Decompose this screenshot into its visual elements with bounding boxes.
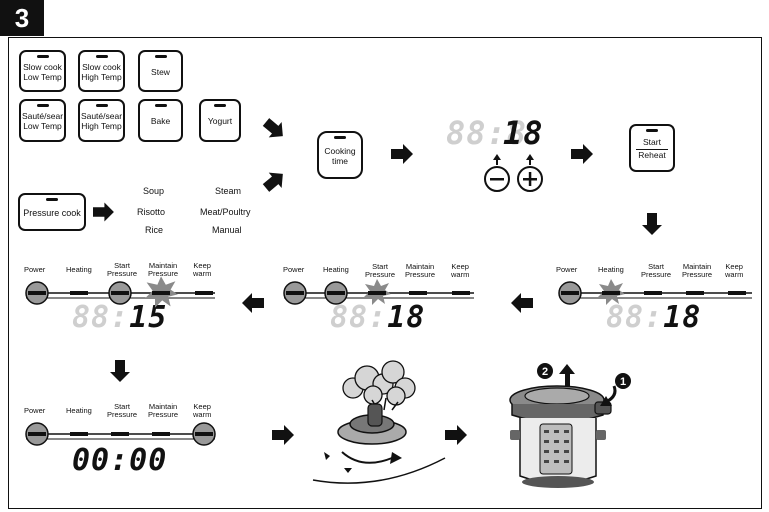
done-display: 00:00 — [72, 443, 168, 478]
progress-bar-keep-warm — [25, 422, 216, 446]
reheat-label: Reheat — [638, 150, 666, 160]
step-number-badge: 3 — [0, 0, 44, 36]
label-start-pressure-2: Start Pressure — [365, 262, 396, 280]
label-start-pressure-3: Start Pressure — [107, 261, 138, 279]
label-keep-warm-4: Keep warm — [193, 402, 212, 420]
program-manual: Manual — [212, 225, 242, 235]
label-start-pressure-4: Start Pressure — [107, 402, 138, 420]
program-soup: Soup — [143, 186, 165, 196]
instruction-frame — [8, 37, 762, 509]
program-steam: Steam — [215, 186, 242, 196]
pressure-cooker-illustration — [509, 364, 617, 488]
arrow-down-right-icon — [259, 114, 290, 144]
steam-release-illustration — [312, 360, 446, 484]
marker-one-text: 1 — [620, 376, 626, 388]
label-maintain-pressure-2: Maintain Pressure — [405, 262, 436, 280]
heating-display: 88:18 — [606, 300, 702, 335]
progress-bar-heating — [558, 279, 752, 305]
pressure-display: 88:18 — [330, 300, 426, 335]
marker-two-text: 2 — [542, 366, 548, 378]
label-start-pressure-1: Start Pressure — [641, 262, 672, 280]
label-heating-3: Heating — [66, 265, 92, 274]
start-label: Start — [643, 137, 661, 148]
label-heating-1: Heating — [598, 265, 624, 274]
arrow-left-icon — [242, 293, 264, 313]
cooking-time-button[interactable]: Cooking time — [317, 131, 363, 179]
pressure-cook-button[interactable]: Pressure cook — [18, 193, 86, 231]
arrow-right-icon — [445, 425, 467, 445]
arrow-right-icon — [391, 144, 413, 164]
plus-circle-icon[interactable] — [517, 154, 543, 192]
label-maintain-pressure-4: Maintain Pressure — [148, 402, 179, 420]
steam-cloud-icon — [342, 360, 416, 406]
saute-high-button[interactable]: Sauté/sear High Temp — [78, 99, 125, 142]
program-risotto: Risotto — [137, 207, 166, 217]
arrow-left-icon — [511, 293, 533, 313]
label-keep-warm-3: Keep warm — [193, 261, 212, 279]
bake-button[interactable]: Bake — [138, 99, 183, 142]
slow-cook-low-button[interactable]: Slow cook Low Temp — [19, 50, 66, 92]
label-keep-warm-1: Keep warm — [725, 262, 744, 280]
step-marker-1-icon: 1 — [615, 373, 631, 389]
label-keep-warm-2: Keep warm — [451, 262, 470, 280]
minus-circle-icon[interactable] — [484, 154, 510, 192]
program-meat-poultry: Meat/Poultry — [200, 207, 251, 217]
step-marker-2-icon: 2 — [537, 363, 553, 379]
label-power-2: Power — [283, 265, 305, 274]
start-reheat-button[interactable]: Start Reheat — [629, 124, 675, 172]
set-time-display: 88:8 — [446, 114, 528, 152]
progress-bar-start-pressure — [283, 279, 474, 305]
progress-bar-maintain-pressure — [25, 276, 215, 308]
label-maintain-pressure-3: Maintain Pressure — [148, 261, 179, 279]
maintain-display: 88:15 — [72, 300, 168, 335]
label-power-1: Power — [556, 265, 578, 274]
label-heating-2: Heating — [323, 265, 349, 274]
set-time-digits: 18 — [503, 114, 544, 152]
yogurt-button[interactable]: Yogurt — [199, 99, 241, 142]
label-power-3: Power — [24, 265, 46, 274]
arrow-right-icon — [93, 202, 114, 222]
program-rice: Rice — [145, 225, 164, 235]
arrow-right-icon — [272, 425, 294, 445]
saute-low-button[interactable]: Sauté/sear Low Temp — [19, 99, 66, 142]
label-maintain-pressure-1: Maintain Pressure — [682, 262, 713, 280]
label-power-4: Power — [24, 406, 46, 415]
label-heating-4: Heating — [66, 406, 92, 415]
arrow-right-icon — [571, 144, 593, 164]
arrow-up-right-icon — [259, 166, 290, 196]
slow-cook-high-button[interactable]: Slow cook High Temp — [78, 50, 125, 92]
stew-button[interactable]: Stew — [138, 50, 183, 92]
start-divider — [636, 149, 668, 150]
arrow-down-icon — [642, 213, 662, 235]
arrow-down-icon — [110, 360, 130, 382]
